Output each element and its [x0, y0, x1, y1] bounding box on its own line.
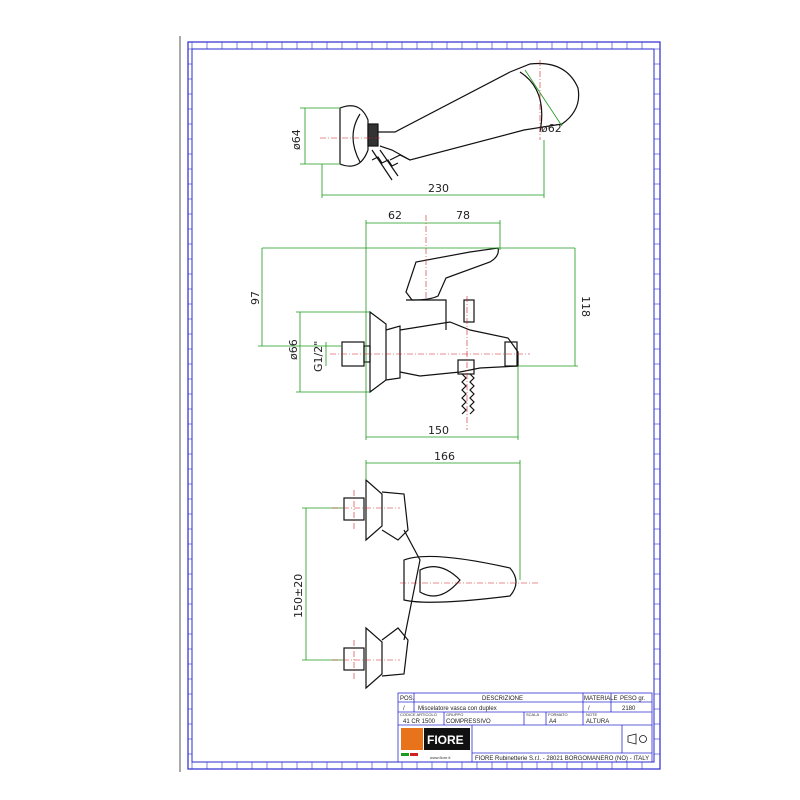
projection-symbol-icon	[627, 733, 647, 745]
logo-text: FIORE	[427, 733, 464, 747]
tb-note-label: NOTE	[586, 712, 597, 717]
dim-height-97: 97	[249, 291, 262, 305]
side-view-dims	[258, 220, 578, 440]
dim-shower-length: 230	[428, 182, 449, 195]
tb-weight-value: 2180	[622, 706, 636, 712]
dim-shower-head-dia: ø64	[290, 129, 303, 150]
tb-material-value: /	[588, 706, 590, 712]
mixer-top-view	[343, 478, 517, 690]
tb-description: Miscelatore vasca con duplex	[418, 706, 497, 712]
tb-group-value: COMPRESSIVO	[446, 719, 491, 725]
logo-website: www.fiore.it	[430, 755, 451, 760]
dim-total-depth: 166	[434, 450, 455, 463]
tb-format-label: FORMATO	[548, 712, 568, 717]
tb-scale-label: SCALA	[526, 712, 539, 717]
tb-group-label: GRUPPO	[446, 712, 463, 717]
mixer-side-view	[341, 247, 519, 415]
top-view-dims	[302, 460, 521, 661]
drawing-frame	[179, 36, 661, 772]
tb-format-value: A4	[549, 719, 557, 725]
dim-centers: 150±20	[292, 574, 305, 618]
tb-desc-label: DESCRIZIONE	[482, 696, 523, 702]
dim-thread: G1/2"	[312, 341, 325, 372]
dim-height-118: 118	[579, 296, 592, 317]
handshower-dims	[300, 69, 563, 198]
tb-code-value: 41 CR 1500	[403, 719, 436, 725]
title-block	[397, 692, 653, 763]
tb-code-label: CODICE ARTICOLO	[400, 712, 437, 717]
tb-pos-label: POS.	[400, 696, 415, 702]
tb-material-label: MATERIALE	[584, 696, 618, 702]
tb-note-value: ALTURA	[586, 719, 609, 725]
dim-spout-offset: 62	[388, 209, 402, 222]
tb-weight-label: PESO gr.	[620, 696, 645, 702]
dim-lever-offset: 78	[456, 209, 470, 222]
dim-flange-dia: ø66	[287, 339, 300, 360]
dim-body-length: 150	[428, 424, 449, 437]
tb-company: FIORE Rubinetterie S.r.l. - 28021 BORGOM…	[475, 756, 649, 762]
tb-pos-value: /	[403, 706, 405, 712]
company-logo: FIORE www.fiore.it	[401, 728, 470, 760]
handshower-view	[339, 62, 580, 181]
dim-shower-tip-dia: ø62	[541, 122, 562, 135]
